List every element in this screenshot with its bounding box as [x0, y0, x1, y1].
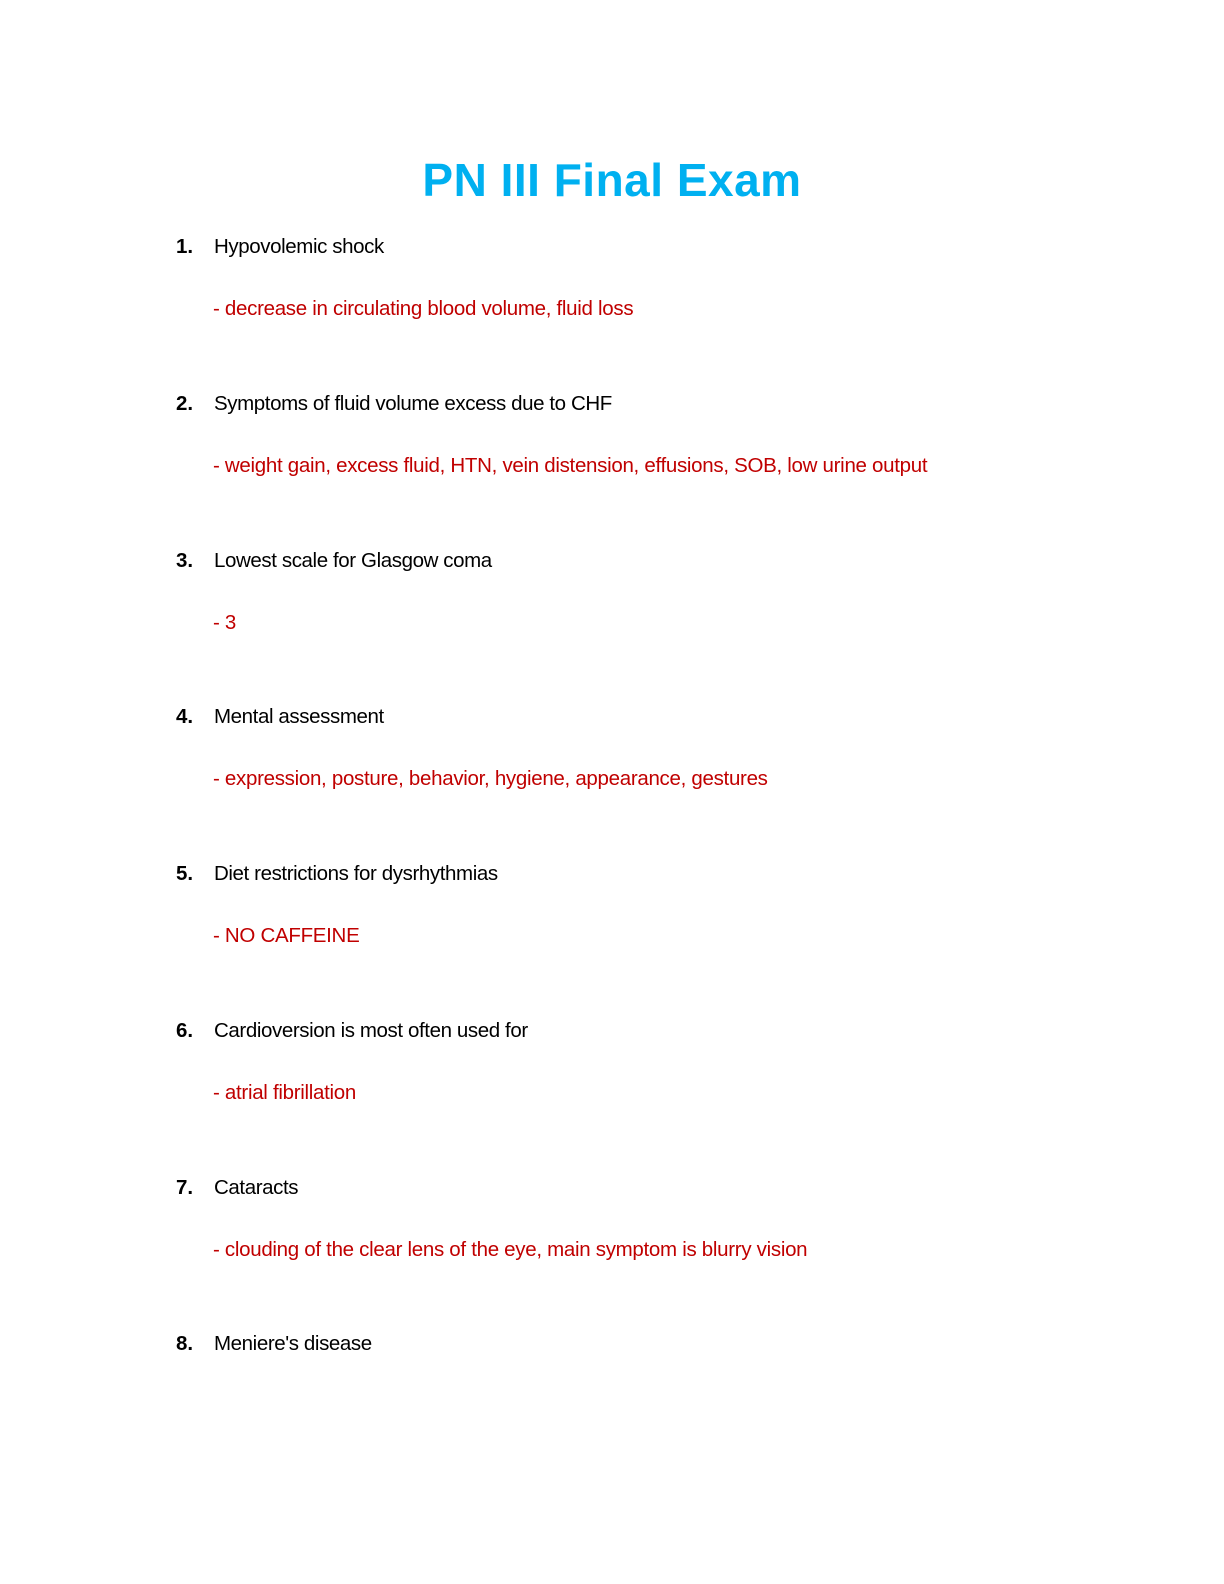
question-number: 3.: [176, 549, 194, 572]
question-number: 7.: [176, 1176, 194, 1199]
question-number: 5.: [176, 862, 194, 885]
question: 5. Diet restrictions for dysrhythmias: [176, 860, 498, 888]
question-text: Symptoms of fluid volume excess due to C…: [214, 392, 612, 415]
question-number: 1.: [176, 235, 194, 258]
question: 6. Cardioversion is most often used for: [176, 1017, 528, 1045]
question: 1. Hypovolemic shock: [176, 233, 384, 261]
document-title: PN III Final Exam: [422, 154, 802, 206]
question-number: 2.: [176, 392, 194, 415]
answer-text: - weight gain, excess fluid, HTN, vein d…: [213, 454, 928, 477]
question-text: Mental assessment: [214, 705, 384, 728]
question-number: 4.: [176, 705, 194, 728]
question: 3. Lowest scale for Glasgow coma: [176, 547, 492, 575]
question: 8. Meniere's disease: [176, 1330, 372, 1358]
answer-text: - clouding of the clear lens of the eye,…: [213, 1238, 808, 1261]
question: 7. Cataracts: [176, 1174, 299, 1202]
question-number: 6.: [176, 1019, 194, 1042]
question-text: Hypovolemic shock: [214, 235, 384, 258]
question-text: Lowest scale for Glasgow coma: [214, 549, 492, 572]
question: 4. Mental assessment: [176, 703, 384, 731]
question-text: Diet restrictions for dysrhythmias: [214, 862, 498, 885]
answer-text: - atrial fibrillation: [213, 1081, 356, 1104]
question-number: 8.: [176, 1332, 194, 1355]
answer-text: - NO CAFFEINE: [213, 924, 360, 947]
question: 2. Symptoms of fluid volume excess due to…: [176, 390, 612, 418]
answer-text: - expression, posture, behavior, hygiene…: [213, 767, 768, 790]
question-text: Cataracts: [214, 1176, 299, 1199]
question-text: Cardioversion is most often used for: [214, 1019, 528, 1042]
answer-text: - 3: [213, 611, 237, 634]
answer-text: - decrease in circulating blood volume, …: [213, 297, 634, 320]
question-text: Meniere's disease: [214, 1332, 372, 1355]
